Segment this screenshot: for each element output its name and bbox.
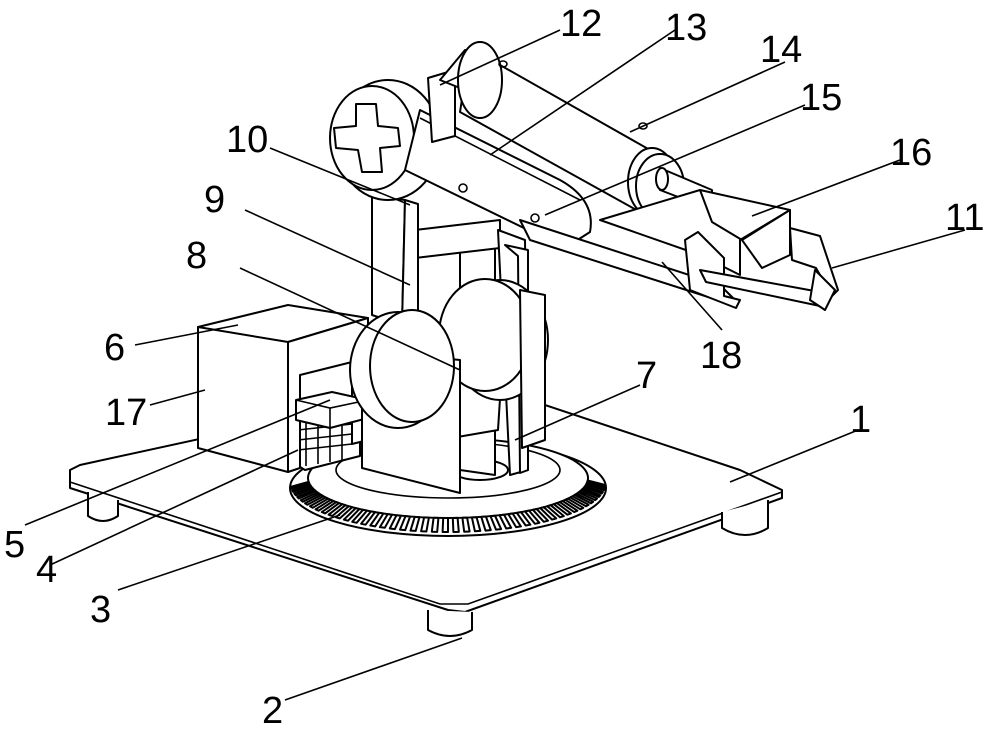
label-5: 5 <box>4 524 25 566</box>
gear-tooth <box>430 516 440 533</box>
label-12: 12 <box>560 3 602 45</box>
gear-tooth <box>360 510 376 526</box>
gear-tooth <box>524 509 541 525</box>
gear-tooth <box>489 514 503 531</box>
gear-tooth <box>451 516 460 533</box>
gear-tooth <box>409 515 421 532</box>
gear-tooth <box>461 516 471 533</box>
gripper-head <box>599 189 839 311</box>
leader-lines <box>24 29 966 701</box>
label-13: 13 <box>665 7 707 49</box>
gear-tooth <box>296 488 317 500</box>
gear-tooth <box>309 496 330 509</box>
gear-tooth <box>564 497 585 511</box>
gear-tooth <box>388 514 402 531</box>
label-17: 17 <box>105 392 147 434</box>
gear-tooth <box>498 513 513 530</box>
gear-tooth <box>531 508 549 523</box>
label-7: 7 <box>636 355 657 397</box>
gear-tooth <box>558 500 579 514</box>
gear-tooth <box>585 482 606 492</box>
gear-tooth <box>314 498 335 512</box>
label-15: 15 <box>800 77 842 119</box>
motor-housing <box>197 304 369 473</box>
gear-tooth <box>399 515 412 532</box>
label-4: 4 <box>36 549 57 591</box>
gear-teeth <box>289 479 607 533</box>
gear-tooth <box>369 511 385 528</box>
gear-tooth <box>569 495 590 508</box>
gear-tooth <box>351 508 368 524</box>
label-16: 16 <box>890 132 932 174</box>
gear-tooth <box>420 516 430 533</box>
shoulder-disc-right <box>438 278 549 449</box>
gear-tooth <box>378 513 393 529</box>
gear-tooth <box>577 490 599 502</box>
gear-tooth <box>304 494 325 506</box>
label-2: 2 <box>262 690 283 732</box>
gear-tooth <box>546 504 565 519</box>
gear-tooth <box>552 502 572 516</box>
gear-tooth <box>470 516 482 533</box>
gear-tooth <box>299 491 321 503</box>
support-feet <box>87 492 769 637</box>
gear-tooth <box>580 487 602 498</box>
elbow-joint <box>329 79 441 201</box>
gear-tooth <box>289 480 311 490</box>
gear-tooth <box>480 515 492 532</box>
label-9: 9 <box>204 179 225 221</box>
gear-tooth <box>586 479 607 488</box>
label-3: 3 <box>90 589 111 631</box>
gear-tooth <box>583 484 604 495</box>
gear-tooth <box>320 501 341 515</box>
gear-tooth <box>573 492 595 505</box>
gear-tooth <box>515 511 532 527</box>
gear-tooth <box>342 507 361 522</box>
label-18: 18 <box>700 335 742 377</box>
label-1: 1 <box>850 399 871 441</box>
reference-numerals: 1 2 3 4 5 6 7 8 9 10 11 12 13 14 15 16 1… <box>4 3 984 732</box>
gear-tooth <box>293 486 314 497</box>
label-8: 8 <box>186 235 207 277</box>
label-14: 14 <box>760 29 802 71</box>
label-6: 6 <box>104 327 125 369</box>
gear-tooth <box>441 517 449 533</box>
gear-tooth <box>291 483 312 493</box>
gear-tooth <box>507 512 522 529</box>
gear-tooth <box>539 506 558 521</box>
label-11: 11 <box>945 197 984 239</box>
gear-tooth <box>327 503 347 517</box>
label-10: 10 <box>226 119 268 161</box>
